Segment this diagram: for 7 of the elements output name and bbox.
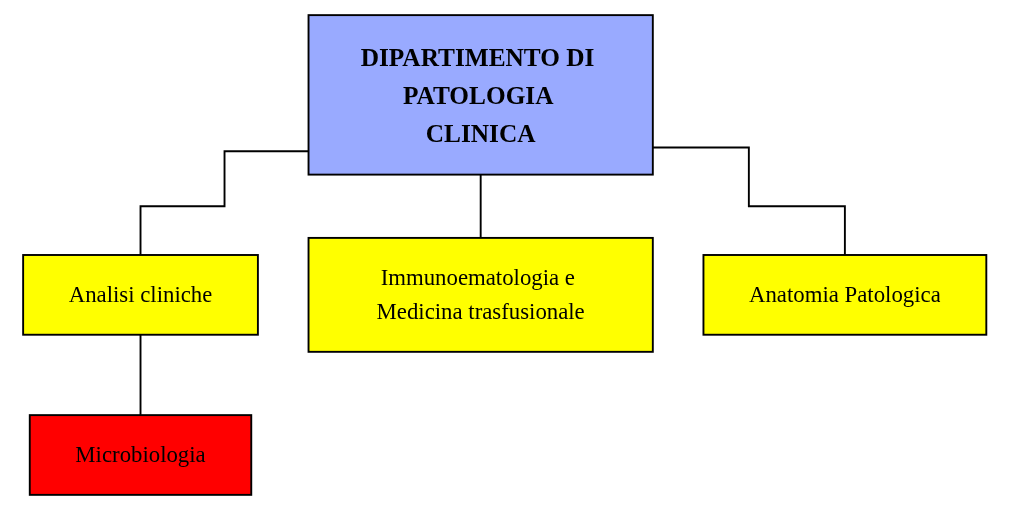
node-box: DIPARTIMENTO DI PATOLOGIA CLINICA [307,14,654,176]
connector [479,173,482,239]
node-box: Analisi cliniche [21,254,259,336]
node-box: Microbiologia [28,414,252,496]
node-box: Anatomia Patologica [702,254,988,336]
connector [139,333,142,417]
node-box: Immunoematologia e Medicina trasfusionale [307,236,654,353]
